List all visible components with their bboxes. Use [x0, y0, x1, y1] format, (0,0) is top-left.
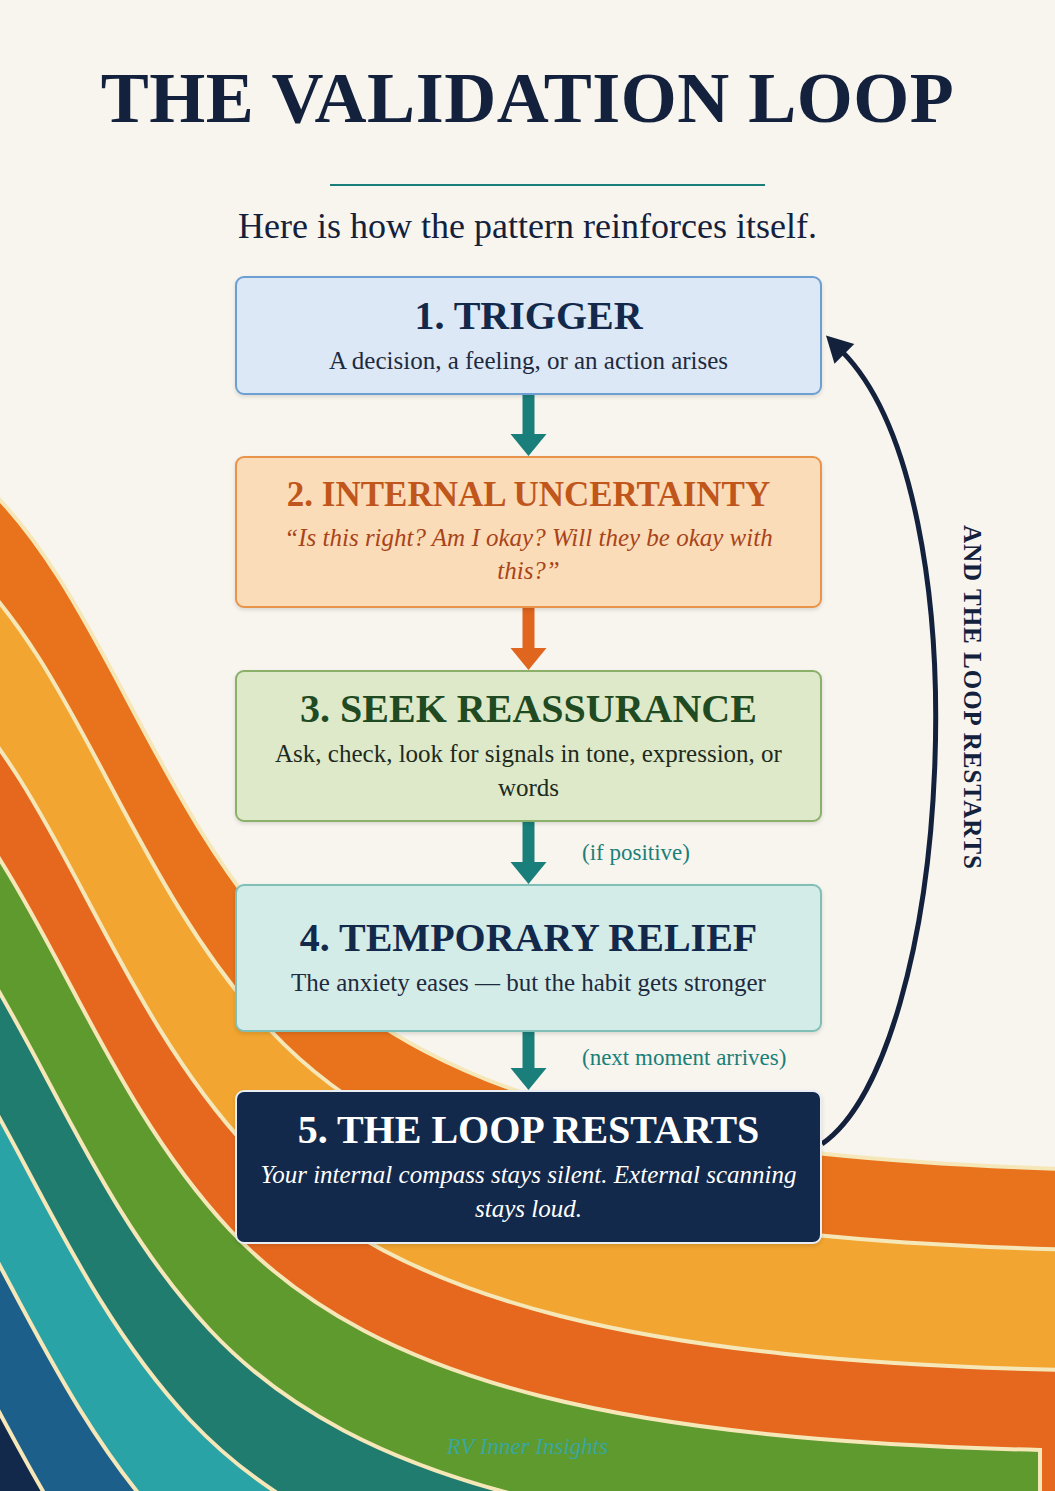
- edge-label: (next moment arrives): [582, 1045, 786, 1071]
- flow-arrow: [511, 395, 547, 456]
- subtitle: Here is how the pattern reinforces itsel…: [0, 205, 1055, 247]
- flow-arrow: [511, 608, 547, 670]
- loop-arrow: [822, 336, 936, 1144]
- edge-label: (if positive): [582, 840, 690, 866]
- step-description: Your internal compass stays silent. Exte…: [251, 1158, 806, 1226]
- step-description: Ask, check, look for signals in tone, ex…: [251, 737, 806, 805]
- step-heading: 4. TEMPORARY RELIEF: [300, 916, 758, 960]
- step-heading: 5. THE LOOP RESTARTS: [298, 1108, 760, 1152]
- step-box: 2. INTERNAL UNCERTAINTY “Is this right? A…: [235, 456, 822, 608]
- step-description: The anxiety eases — but the habit gets s…: [291, 966, 766, 1000]
- step-box: 4. TEMPORARY RELIEF The anxiety eases — b…: [235, 884, 822, 1032]
- signature: RV Inner Insights: [0, 1434, 1055, 1460]
- edge-label: AND THE LOOP RESTARTS: [958, 525, 986, 870]
- step-box: 1. TRIGGER A decision, a feeling, or an a…: [235, 276, 822, 395]
- title: THE VALIDATION LOOP: [0, 62, 1055, 134]
- flow-arrow: [511, 1032, 547, 1090]
- step-heading: 1. TRIGGER: [414, 294, 642, 338]
- step-box: 3. SEEK REASSURANCE Ask, check, look for …: [235, 670, 822, 822]
- step-heading: 3. SEEK REASSURANCE: [300, 687, 757, 731]
- step-description: A decision, a feeling, or an action aris…: [329, 344, 728, 378]
- flow-arrow: [511, 822, 547, 884]
- title-rule: [330, 184, 765, 186]
- step-heading: 2. INTERNAL UNCERTAINTY: [287, 476, 770, 515]
- step-description: “Is this right? Am I okay? Will they be …: [251, 521, 806, 589]
- step-box: 5. THE LOOP RESTARTS Your internal compas…: [235, 1090, 822, 1244]
